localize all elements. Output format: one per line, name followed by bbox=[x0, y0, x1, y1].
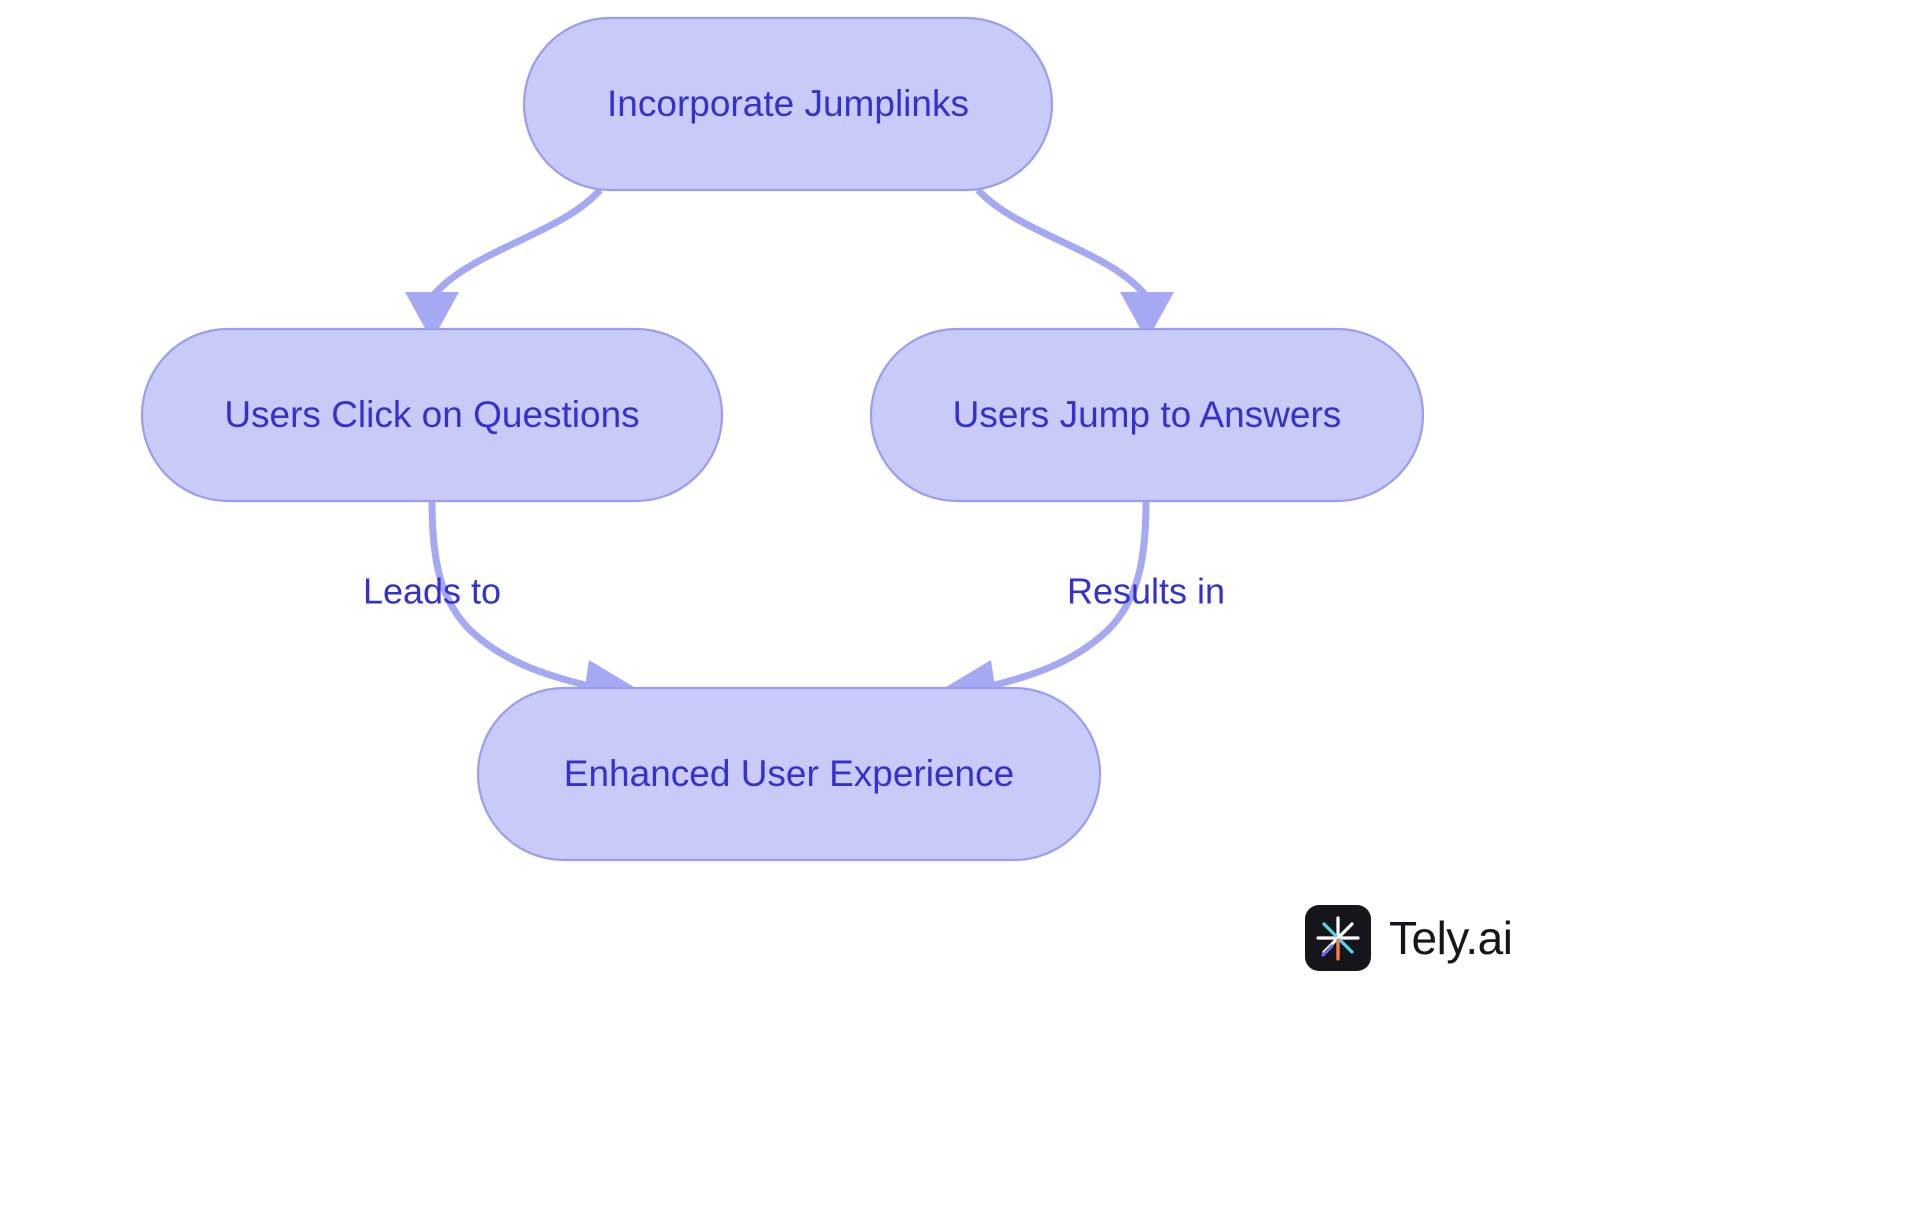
node-users-jump-to-answers[interactable]: Users Jump to Answers bbox=[869, 327, 1425, 503]
arrowhead-icon bbox=[405, 292, 459, 341]
arrowhead-icon bbox=[1120, 292, 1174, 341]
node-shape[interactable] bbox=[476, 686, 1102, 862]
tely-mark bbox=[1305, 905, 1371, 971]
node-label: Enhanced User Experience bbox=[564, 753, 1014, 794]
brand-logo: Tely.ai bbox=[1305, 905, 1513, 971]
edge-label-leads-to: Leads to bbox=[363, 571, 501, 612]
edge-users-click-to-enhanced-ux: Leads to bbox=[363, 500, 634, 700]
node-users-click-on-questions[interactable]: Users Click on Questions bbox=[140, 327, 724, 503]
edge-path bbox=[429, 187, 603, 300]
edge-incorporate-to-users-click bbox=[405, 187, 603, 341]
node-shape[interactable] bbox=[140, 327, 724, 503]
edge-label-results-in: Results in bbox=[1067, 571, 1225, 612]
node-shape[interactable] bbox=[869, 327, 1425, 503]
node-label: Users Jump to Answers bbox=[953, 394, 1342, 435]
node-label: Incorporate Jumplinks bbox=[607, 83, 969, 124]
node-label: Users Click on Questions bbox=[224, 394, 639, 435]
node-shape[interactable] bbox=[522, 16, 1054, 192]
edge-users-jump-to-enhanced-ux: Results in bbox=[946, 500, 1225, 700]
edge-incorporate-to-users-jump bbox=[975, 187, 1174, 341]
asterisk-starburst-icon bbox=[1316, 916, 1360, 961]
node-enhanced-user-experience[interactable]: Enhanced User Experience bbox=[476, 686, 1102, 862]
brand-name: Tely.ai bbox=[1389, 912, 1513, 964]
edge-path bbox=[983, 500, 1150, 692]
node-incorporate-jumplinks[interactable]: Incorporate Jumplinks bbox=[522, 16, 1054, 192]
edge-path bbox=[428, 500, 597, 692]
edge-path bbox=[975, 187, 1150, 300]
